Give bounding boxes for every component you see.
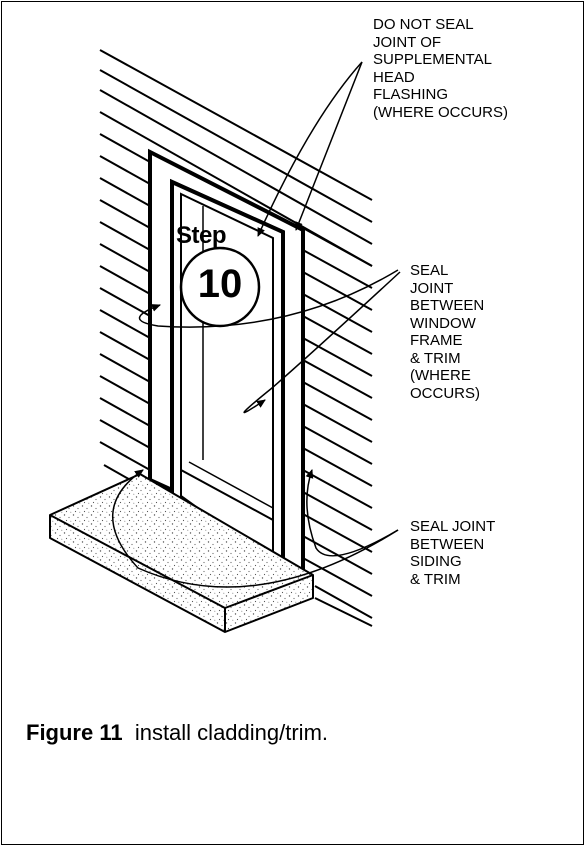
callout-window-frame-trim: SEAL JOINT BETWEEN WINDOW FRAME & TRIM (…: [410, 262, 485, 402]
figure-caption-text: install cladding/trim.: [122, 720, 329, 745]
siding-base-line: [314, 597, 373, 627]
siding-lines: [99, 49, 373, 619]
step-number: 10: [197, 262, 243, 306]
leader-arrows: [112, 61, 401, 588]
callout-siding-trim: SEAL JOINT BETWEEN SIDING & TRIM: [410, 518, 496, 588]
figure-caption: Figure 11 install cladding/trim.: [26, 720, 328, 746]
step-label: Step: [176, 222, 227, 249]
figure-number: Figure 11: [26, 720, 123, 745]
callout-head-flashing: DO NOT SEAL JOINT OF SUPPLEMENTAL HEAD F…: [373, 16, 508, 121]
